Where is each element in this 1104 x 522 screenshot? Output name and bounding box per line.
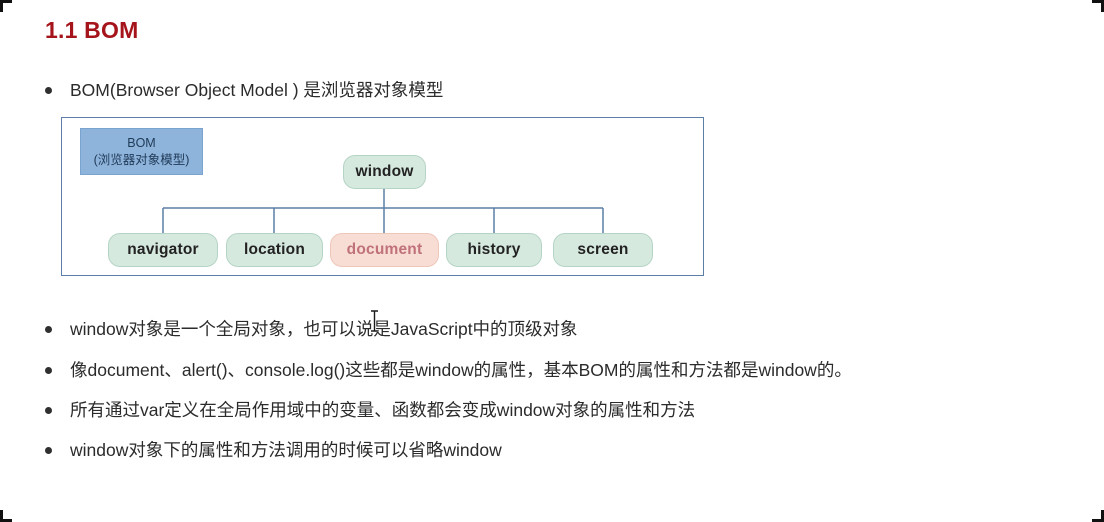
diagram-node-window[interactable]: window	[343, 155, 426, 189]
diagram-node-navigator-label: navigator	[127, 241, 199, 258]
list-item: 所有通过var定义在全局作用域中的变量、函数都会变成window对象的属性和方法	[45, 398, 695, 423]
bom-badge-line2: (浏览器对象模型)	[93, 152, 190, 167]
list-item: BOM(Browser Object Model ) 是浏览器对象模型	[45, 78, 443, 103]
list-item-text: 像document、alert()、console.log()这些都是windo…	[70, 360, 852, 380]
list-item-text: window对象是一个全局对象，也可以说是JavaScript中的顶级对象	[70, 319, 578, 339]
bullet-dot-icon	[45, 367, 52, 374]
list-item-text: 所有通过var定义在全局作用域中的变量、函数都会变成window对象的属性和方法	[70, 400, 696, 420]
bom-badge: BOM (浏览器对象模型)	[80, 128, 203, 175]
diagram-node-location[interactable]: location	[226, 233, 323, 267]
diagram-node-screen-label: screen	[577, 241, 629, 258]
diagram-node-document-label: document	[346, 241, 423, 258]
list-item: 像document、alert()、console.log()这些都是windo…	[45, 358, 852, 383]
diagram-node-document[interactable]: document	[330, 233, 439, 267]
list-item-text: BOM(Browser Object Model ) 是浏览器对象模型	[70, 80, 444, 100]
bullet-dot-icon	[45, 447, 52, 454]
crop-mark-top-left	[0, 0, 12, 12]
page-title: 1.1 BOM	[45, 17, 139, 43]
diagram-node-history[interactable]: history	[446, 233, 542, 267]
bullet-dot-icon	[45, 326, 52, 333]
list-item: window对象是一个全局对象，也可以说是JavaScript中的顶级对象	[45, 317, 578, 342]
diagram-node-location-label: location	[243, 241, 306, 258]
bullet-dot-icon	[45, 87, 52, 94]
diagram-connectors	[162, 189, 604, 234]
list-item: window对象下的属性和方法调用的时候可以省略window	[45, 438, 502, 463]
bullet-dot-icon	[45, 407, 52, 414]
diagram-node-navigator[interactable]: navigator	[108, 233, 218, 267]
diagram-node-history-label: history	[467, 241, 521, 258]
crop-mark-top-right	[1092, 0, 1104, 12]
list-item-text: window对象下的属性和方法调用的时候可以省略window	[70, 440, 502, 460]
bom-diagram: BOM (浏览器对象模型) window navigator location …	[61, 117, 704, 276]
diagram-node-screen[interactable]: screen	[553, 233, 653, 267]
bom-badge-line1: BOM	[127, 135, 156, 150]
crop-mark-bottom-left	[0, 510, 12, 522]
diagram-node-window-label: window	[355, 163, 414, 180]
crop-mark-bottom-right	[1092, 510, 1104, 522]
